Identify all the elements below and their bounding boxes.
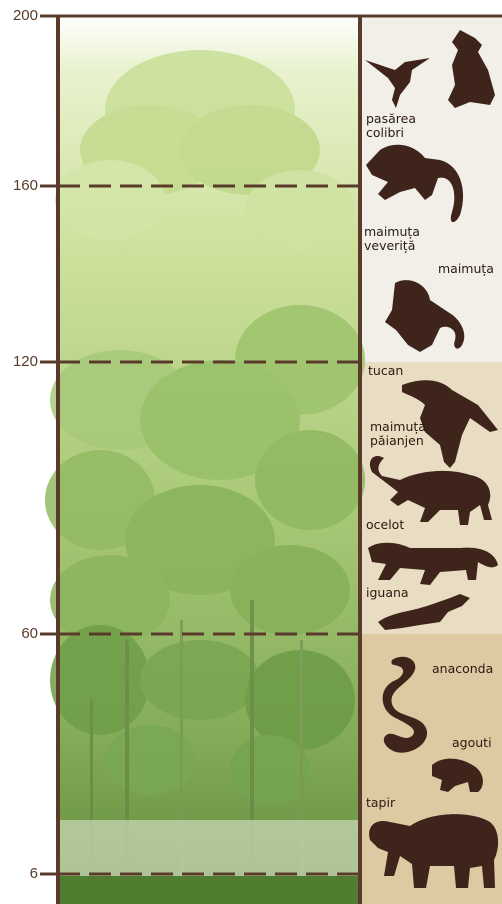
label-iguana: iguana: [366, 586, 409, 600]
tick-label-200: 200: [0, 8, 38, 24]
label-monkey: maimuța: [438, 262, 494, 276]
label-agouti: agouti: [452, 736, 492, 750]
label-squirrel-monkey: maimuța veveriță: [364, 225, 420, 253]
label-ocelot: ocelot: [366, 518, 404, 532]
label-anaconda: anaconda: [432, 662, 493, 676]
label-spider-monkey: maimuța păianjen: [370, 420, 426, 448]
label-hummingbird: pasărea colibri: [366, 112, 416, 140]
tick-label-6: 6: [0, 866, 38, 882]
tick-label-160: 160: [0, 178, 38, 194]
label-toucan: tucan: [368, 364, 403, 378]
label-tapir: tapir: [366, 796, 395, 810]
tick-label-120: 120: [0, 354, 38, 370]
tick-label-60: 60: [0, 626, 38, 642]
